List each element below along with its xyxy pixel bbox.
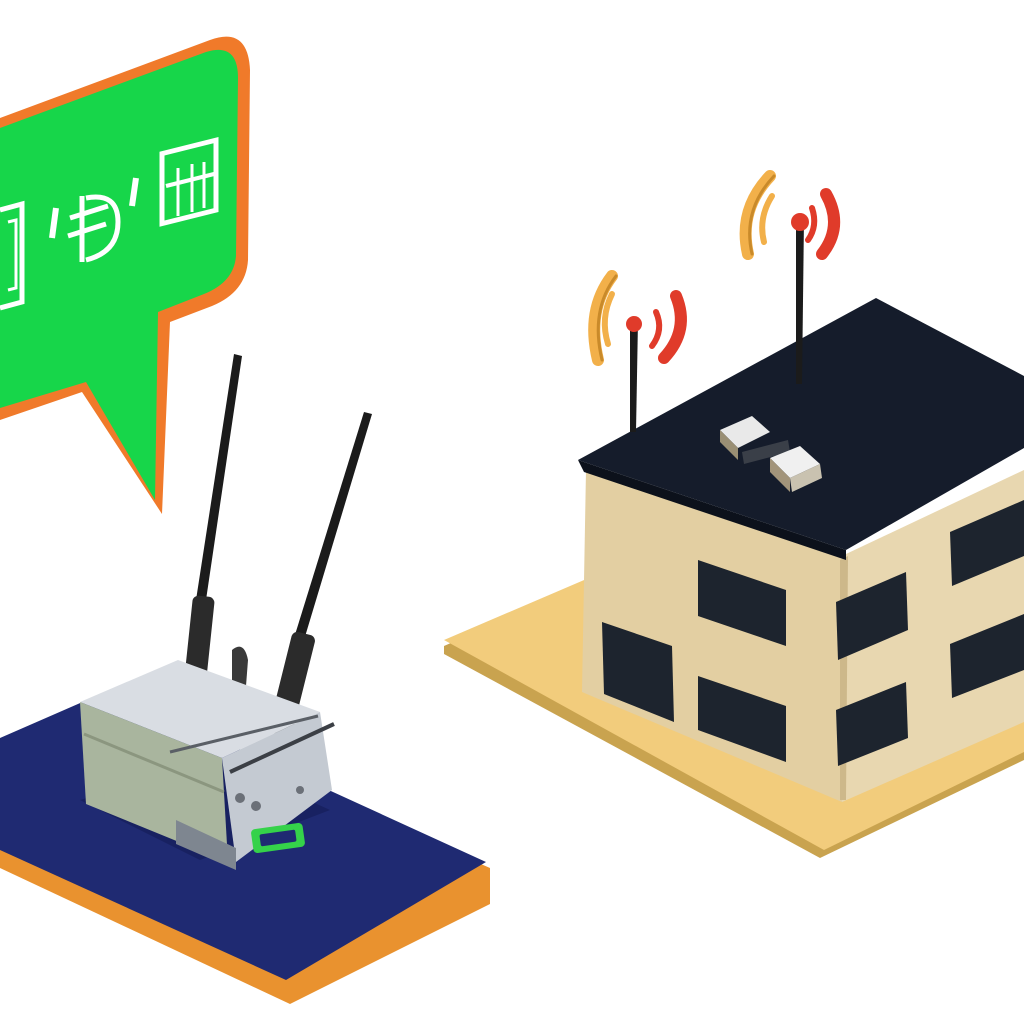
window xyxy=(698,676,786,762)
antenna-left xyxy=(196,354,242,600)
wifi-signal-icon xyxy=(588,270,618,366)
building-windows xyxy=(602,500,1024,766)
window xyxy=(950,614,1024,698)
router-group xyxy=(0,354,490,1004)
building-roof xyxy=(578,298,1024,550)
door xyxy=(602,622,674,722)
window xyxy=(698,560,786,646)
window xyxy=(836,682,908,766)
antenna-right xyxy=(294,412,372,640)
router-body xyxy=(80,660,335,870)
signal-waves-right xyxy=(739,170,841,260)
speech-bubble-glyphs xyxy=(0,137,219,311)
building-group xyxy=(444,170,1024,858)
speech-bubble xyxy=(0,36,250,514)
rooftop-antenna-left xyxy=(630,320,638,432)
window xyxy=(950,500,1024,586)
wifi-signal-icon xyxy=(739,170,776,260)
router-port xyxy=(251,823,305,853)
signal-waves-left xyxy=(588,270,687,366)
window xyxy=(836,572,908,660)
rooftop-device xyxy=(720,416,822,492)
rooftop-antennas xyxy=(626,213,809,432)
rooftop-antenna-right xyxy=(796,218,804,384)
speech-bubble-face xyxy=(0,49,238,501)
